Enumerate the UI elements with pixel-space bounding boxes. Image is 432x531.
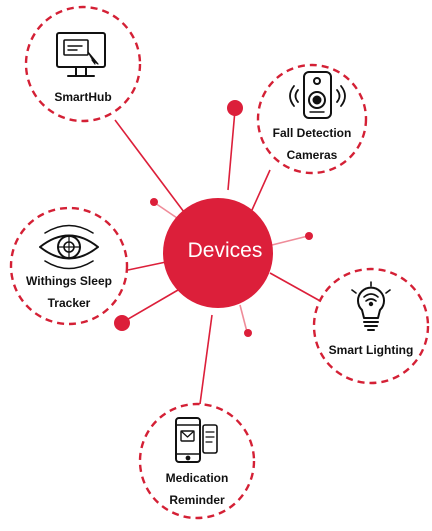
label-smart-lighting-line-1: Smart Lighting bbox=[328, 343, 414, 357]
spoke-small-upper-left bbox=[154, 202, 181, 221]
spoke-small-right bbox=[271, 235, 309, 246]
label-smarthub: SmartHub bbox=[33, 86, 133, 108]
label-smart-lighting: Smart Lighting bbox=[316, 339, 426, 361]
label-withings-line-1: Withings Sleep bbox=[26, 274, 112, 288]
connector-withings bbox=[127, 261, 167, 271]
phone-notification-icon bbox=[175, 417, 218, 463]
circle-withings bbox=[9, 206, 129, 326]
connector-smarthub bbox=[114, 119, 191, 221]
dot-small-upper-left bbox=[150, 198, 158, 206]
dot-bottom-left bbox=[114, 315, 130, 331]
label-smarthub-line-1: SmartHub bbox=[54, 90, 112, 104]
connector-smart-lighting bbox=[269, 272, 323, 303]
spoke-small-lower-right bbox=[239, 304, 248, 333]
connector-medication bbox=[199, 314, 213, 405]
center-label: Devices bbox=[187, 239, 263, 262]
center-hub bbox=[163, 198, 273, 308]
connector-lines bbox=[114, 109, 323, 405]
label-medication-line-2: Reminder bbox=[169, 493, 225, 507]
circle-smarthub bbox=[24, 5, 142, 123]
label-withings: Withings Sleep Tracker bbox=[14, 270, 124, 314]
connector-fall-detection bbox=[251, 169, 271, 211]
label-fall-detection-line-2: Cameras bbox=[286, 148, 338, 162]
monitor-cursor-icon bbox=[56, 32, 106, 77]
label-fall-detection: Fall Detection Cameras bbox=[262, 122, 362, 166]
spoke-bottom-left-dot bbox=[122, 289, 179, 323]
spoke-top-dot bbox=[227, 109, 236, 191]
dot-top bbox=[227, 100, 243, 116]
accent-dots bbox=[114, 100, 313, 337]
label-medication-line-1: Medication bbox=[165, 471, 229, 485]
label-withings-line-2: Tracker bbox=[47, 296, 91, 310]
lightbulb-wifi-icon bbox=[351, 281, 391, 331]
dot-small-lower-right bbox=[244, 329, 252, 337]
label-fall-detection-line-1: Fall Detection bbox=[272, 126, 352, 140]
eye-scan-icon bbox=[39, 224, 99, 270]
security-camera-icon bbox=[289, 71, 346, 119]
label-medication: Medication Reminder bbox=[147, 467, 247, 511]
dot-small-right bbox=[305, 232, 313, 240]
